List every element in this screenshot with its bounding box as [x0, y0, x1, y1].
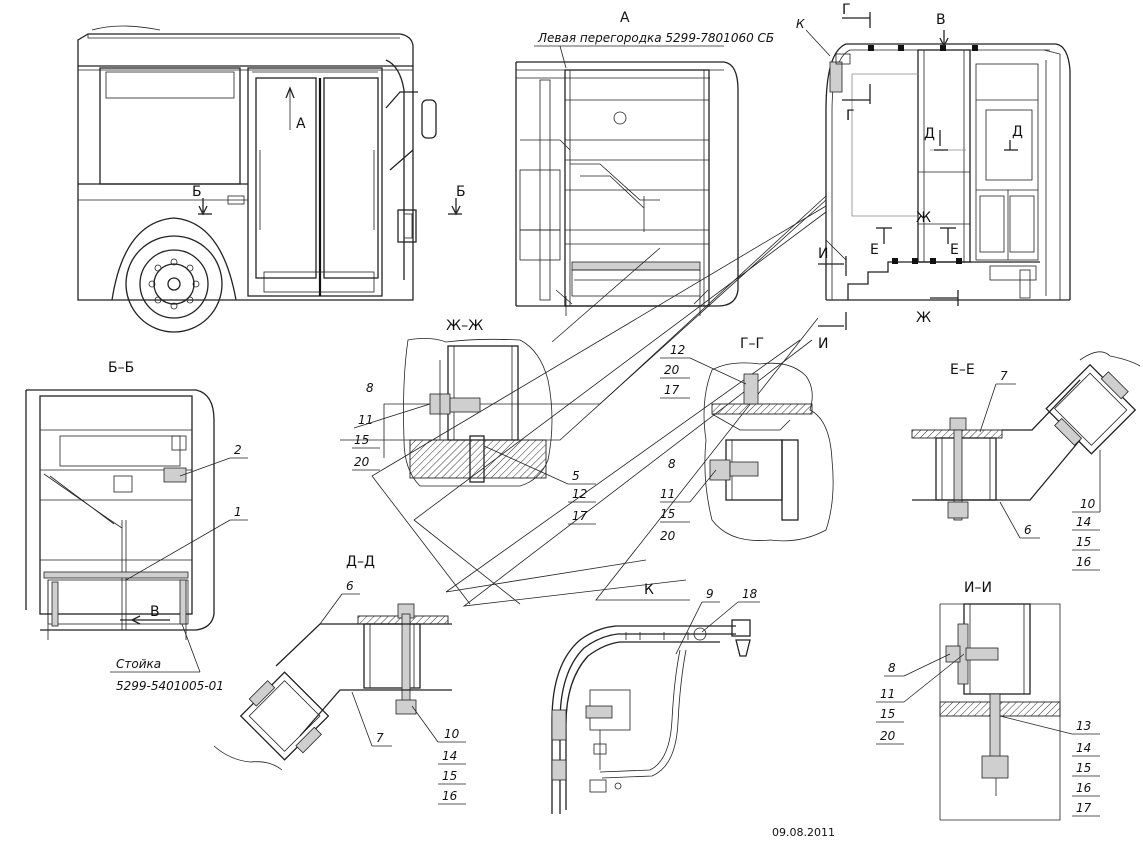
- ii-part-right-15: 15: [1076, 761, 1091, 775]
- view-a: А Левая перегородка 5299-7801060 СБ: [515, 10, 774, 316]
- k-callout-9: 9: [706, 587, 714, 601]
- view-bb-caption-line2: 5299-5401005-01: [116, 679, 224, 693]
- view-ii-title: И–И: [964, 580, 992, 596]
- plan-view: К Г Г В Д Д Ж Е Е И И Ж: [796, 2, 1071, 352]
- section-b-left-label: Б: [192, 184, 202, 200]
- ee-callout-7: 7: [1000, 369, 1008, 383]
- view-bb-caption-line1: Стойка: [116, 657, 161, 671]
- plan-label-v: В: [936, 12, 946, 28]
- zhzh-part-right-12: 12: [572, 487, 587, 501]
- view-dd: Д–Д 6 7 10 14 15 16: [213, 554, 466, 805]
- plan-label-g-mid: Г: [846, 108, 855, 124]
- view-bb-title: Б–Б: [108, 360, 134, 376]
- section-b-right-label: Б: [456, 184, 466, 200]
- plan-label-g-top: Г: [842, 2, 851, 18]
- gg-part-top-20: 20: [664, 363, 680, 377]
- ii-part-left-20: 20: [880, 729, 896, 743]
- zhzh-part-left-15: 15: [354, 433, 369, 447]
- ee-callout-6: 6: [1024, 523, 1032, 537]
- gg-part-left-8: 8: [668, 457, 676, 471]
- gg-part-left-15: 15: [660, 507, 675, 521]
- k-callout-18: 18: [742, 587, 758, 601]
- dd-callout-6: 6: [346, 579, 354, 593]
- dd-callout-7: 7: [376, 731, 384, 745]
- view-bb-arrow-label: В: [150, 604, 160, 620]
- gg-part-left-20: 20: [660, 529, 676, 543]
- gg-part-left-11: 11: [660, 487, 675, 501]
- ii-part-right-14: 14: [1076, 741, 1091, 755]
- zhzh-part-right-17: 17: [572, 509, 588, 523]
- gg-part-top-12: 12: [670, 343, 685, 357]
- ee-part-10: 10: [1080, 497, 1096, 511]
- zhzh-part-left-11: 11: [358, 413, 373, 427]
- view-bb: Б–Б В 2 1 Стойка 5299-5401005-01: [25, 360, 248, 693]
- ii-part-right-17: 17: [1076, 801, 1092, 815]
- bus-side-view: А Б Б: [77, 25, 466, 333]
- zhzh-part-left-20: 20: [354, 455, 370, 469]
- ii-part-right-16: 16: [1076, 781, 1092, 795]
- plan-label-e-right: Е: [950, 242, 959, 258]
- ee-part-16: 16: [1076, 555, 1092, 569]
- callout-2: 2: [234, 443, 242, 457]
- drawing-date: 09.08.2011: [772, 826, 835, 839]
- section-a-label: А: [296, 116, 306, 132]
- view-gg: Г–Г 12 20 17 8 11 15 20: [660, 336, 834, 543]
- view-a-caption: Левая перегородка 5299-7801060 СБ: [537, 31, 774, 45]
- plan-label-i-top: И: [818, 246, 828, 262]
- ii-part-right-13: 13: [1076, 719, 1091, 733]
- ii-part-left-11: 11: [880, 687, 895, 701]
- view-a-title: А: [620, 10, 630, 26]
- callout-1: 1: [234, 505, 242, 519]
- dd-part-14: 14: [442, 749, 457, 763]
- ee-part-15: 15: [1076, 535, 1091, 549]
- plan-label-d-right: Д: [1012, 124, 1023, 140]
- zhzh-part-left-8: 8: [366, 381, 374, 395]
- plan-label-zh-mid: Ж: [916, 210, 931, 226]
- plan-label-e-left: Е: [870, 242, 879, 258]
- view-zhzh-title: Ж–Ж: [446, 318, 483, 334]
- dd-part-16: 16: [442, 789, 458, 803]
- plan-label-d-left: Д: [924, 126, 935, 142]
- plan-label-i-bottom: И: [818, 336, 828, 352]
- view-dd-title: Д–Д: [346, 554, 375, 570]
- view-zhzh: Ж–Ж 8 11 15 20 5 12 17: [352, 318, 596, 525]
- dd-part-10: 10: [444, 727, 460, 741]
- view-ii: И–И 8 11 15 20 13 14 15 16 17: [876, 580, 1100, 821]
- ii-part-left-8: 8: [888, 661, 896, 675]
- gg-part-top-17: 17: [664, 383, 680, 397]
- view-ee: Е–Е 7 6 10 14 15 16: [911, 351, 1141, 571]
- view-k-detail: 9 18: [551, 587, 760, 814]
- ii-part-left-15: 15: [880, 707, 895, 721]
- view-gg-title: Г–Г: [740, 336, 764, 352]
- view-ee-title: Е–Е: [950, 362, 975, 378]
- ee-part-14: 14: [1076, 515, 1091, 529]
- plan-label-k: К: [796, 17, 805, 31]
- plan-label-zh-bottom: Ж: [916, 310, 931, 326]
- dd-part-15: 15: [442, 769, 457, 783]
- view-k-title: К: [644, 582, 654, 598]
- zhzh-part-right-5: 5: [572, 469, 580, 483]
